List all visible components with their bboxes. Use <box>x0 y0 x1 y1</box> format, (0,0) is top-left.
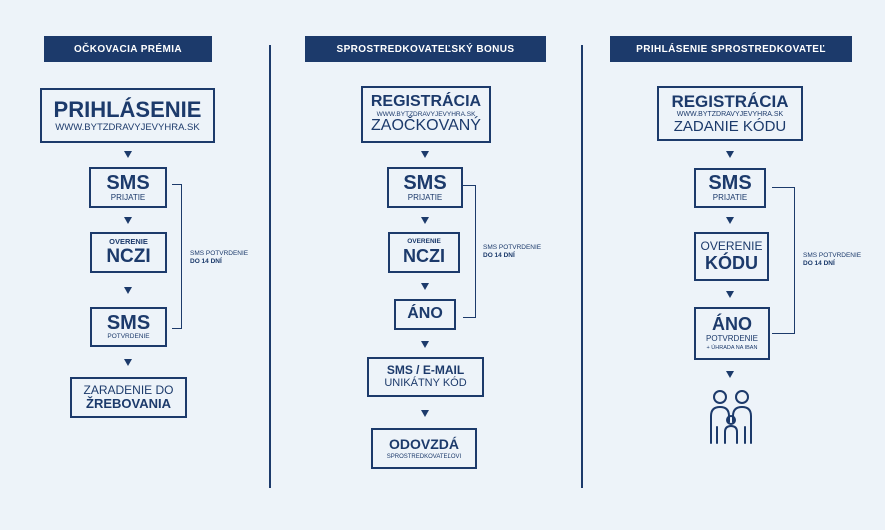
step-overenie-nczi: OVERENIE NCZI <box>388 232 460 273</box>
step-subtitle: WWW.BYTZDRAVYJEVYHRA.SK <box>376 110 476 118</box>
step-registracia: REGISTRÁCIA WWW.BYTZDRAVYJEVYHRA.SK ZAOČ… <box>361 86 491 143</box>
step-sms-potvrdenie: SMS POTVRDENIE <box>90 307 167 347</box>
step-title: NCZI <box>106 245 151 267</box>
step-title: SMS <box>106 171 150 194</box>
step-title: KÓDU <box>705 252 758 273</box>
step-zaradenie: ZARADENIE DO ŽREBOVANIA <box>70 377 187 418</box>
arrow-down-icon <box>124 151 132 158</box>
step-title: SMS <box>403 171 447 194</box>
arrow-down-icon <box>421 341 429 348</box>
step-title: ŽREBOVANIA <box>86 396 171 412</box>
bracket-label: SMS POTVRDENIE DO 14 DNÍ <box>483 244 541 261</box>
step-overenie-kodu: OVERENIE KÓDU <box>694 232 769 281</box>
bracket-line2: DO 14 DNÍ <box>483 252 515 260</box>
column-2-header: SPROSTREDKOVATEĽSKÝ BONUS <box>305 36 546 62</box>
arrow-down-icon <box>726 217 734 224</box>
bracket-label: SMS POTVRDENIE DO 14 DNÍ <box>803 252 861 269</box>
column-1-header: OČKOVACIA PRÉMIA <box>44 36 212 62</box>
arrow-down-icon <box>726 291 734 298</box>
arrow-down-icon <box>124 287 132 294</box>
step-top: OVERENIE <box>109 237 148 247</box>
step-subtitle: PRIJATIE <box>712 193 748 203</box>
bracket-line1: SMS POTVRDENIE <box>483 244 542 251</box>
bracket-line <box>463 185 476 318</box>
step-subtitle: PRIJATIE <box>110 192 146 202</box>
step-title: SMS <box>708 172 752 195</box>
bracket-line2: DO 14 DNÍ <box>190 258 222 266</box>
step-overenie-nczi: OVERENIE NCZI <box>90 232 167 273</box>
step-sms-prijatie: SMS PRIJATIE <box>89 167 167 208</box>
step-sms-prijatie: SMS PRIJATIE <box>387 167 463 208</box>
arrow-down-icon <box>421 410 429 417</box>
step-subtitle: PRIJATIE <box>407 192 443 202</box>
step-title: ÁNO <box>712 314 752 335</box>
step-sms-prijatie: SMS PRIJATIE <box>694 168 766 208</box>
step-sms-email: SMS / E-MAIL UNIKÁTNY KÓD <box>367 357 484 397</box>
column-divider <box>581 45 583 488</box>
column-divider <box>269 45 271 488</box>
arrow-down-icon <box>421 217 429 224</box>
step-bottom: ZAOČKOVANÝ <box>371 117 481 135</box>
arrow-down-icon <box>421 151 429 158</box>
step-registracia: REGISTRÁCIA WWW.BYTZDRAVYJEVYHRA.SK ZADA… <box>657 86 803 141</box>
step-bottom: ZADANIE KÓDU <box>673 117 787 135</box>
step-top: OVERENIE <box>407 238 441 246</box>
step-odovzda: ODOVZDÁ SPROSTREDKOVATEĽOVI <box>371 428 477 469</box>
arrow-down-icon <box>124 217 132 224</box>
step-top: OVERENIE <box>700 239 763 254</box>
step-title: NCZI <box>403 245 445 266</box>
column-3-header: PRIHLÁSENIE SPROSTREDKOVATEĽ <box>610 36 852 62</box>
bracket-line <box>772 187 795 334</box>
step-top: ZARADENIE DO <box>83 382 174 397</box>
step-subtitle: SPROSTREDKOVATEĽOVI <box>386 453 462 460</box>
step-title: PRIHLÁSENIE <box>53 96 202 122</box>
bracket-label: SMS POTVRDENIE DO 14 DNÍ <box>190 250 248 267</box>
bracket-line2: DO 14 DNÍ <box>803 260 835 268</box>
step-subtitle: WWW.BYTZDRAVYJEVYHRA.SK <box>676 111 784 119</box>
step-subtitle: POTVRDENIE <box>107 333 150 341</box>
step-title: REGISTRÁCIA <box>671 91 789 111</box>
step-subtitle: POTVRDENIE <box>705 334 758 344</box>
family-icon <box>710 390 752 444</box>
step-subtitle: UNIKÁTNY KÓD <box>384 377 467 390</box>
arrow-down-icon <box>124 359 132 366</box>
step-title: ODOVZDÁ <box>389 436 459 452</box>
step-title: REGISTRÁCIA <box>370 92 482 110</box>
step-title: SMS / E-MAIL <box>386 363 465 378</box>
arrow-down-icon <box>726 371 734 378</box>
bracket-line1: SMS POTVRDENIE <box>803 252 862 259</box>
step-note: + ÚHRADA NA IBAN <box>706 344 758 351</box>
step-subtitle: WWW.BYTZDRAVYJEVYHRA.SK <box>55 122 200 134</box>
step-title: SMS <box>106 312 151 335</box>
arrow-down-icon <box>421 283 429 290</box>
step-prihlasenie: PRIHLÁSENIE WWW.BYTZDRAVYJEVYHRA.SK <box>40 88 215 143</box>
bracket-line <box>172 184 182 329</box>
arrow-down-icon <box>726 151 734 158</box>
step-title: ÁNO <box>407 305 443 323</box>
step-ano: ÁNO <box>394 299 456 330</box>
step-ano-potvrdenie: ÁNO POTVRDENIE + ÚHRADA NA IBAN <box>694 307 770 360</box>
bracket-line1: SMS POTVRDENIE <box>190 250 249 257</box>
